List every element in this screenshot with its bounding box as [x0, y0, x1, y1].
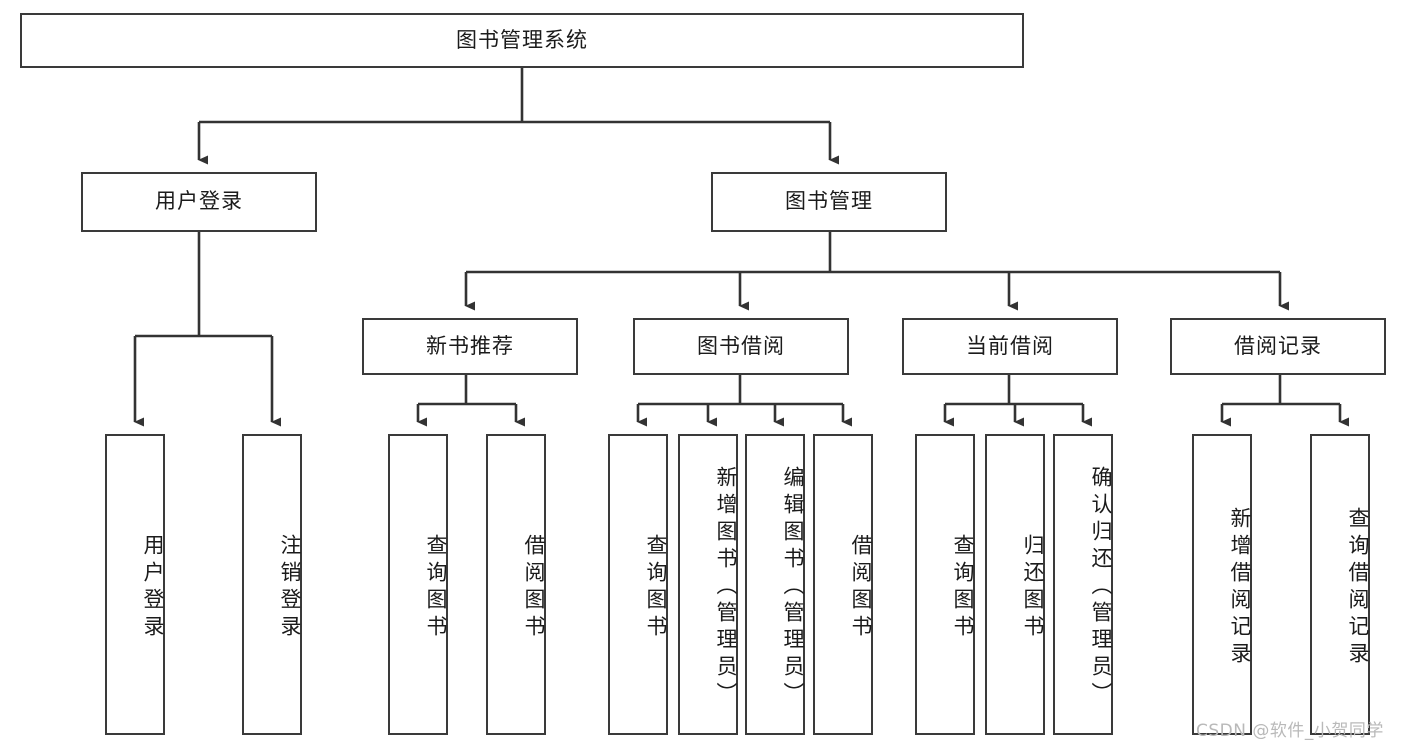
- node-leaf-user-login[interactable]: 用户登录: [105, 434, 165, 735]
- node-label: 查询图书: [951, 533, 975, 642]
- node-label: 图书管理系统: [456, 27, 588, 52]
- node-label: 注销登录: [278, 533, 302, 642]
- node-book-borrow[interactable]: 图书借阅: [633, 318, 849, 375]
- node-label: 借阅图书: [522, 533, 546, 642]
- node-label: 用户登录: [155, 189, 243, 214]
- node-leaf-return-book[interactable]: 归还图书: [985, 434, 1045, 735]
- connector-root-to-level2: [197, 68, 839, 165]
- node-leaf-logout[interactable]: 注销登录: [242, 434, 302, 735]
- node-user-login[interactable]: 用户登录: [81, 172, 317, 232]
- watermark-text: CSDN @软件_小贺同学: [1196, 721, 1384, 741]
- node-label: 当前借阅: [966, 333, 1054, 358]
- node-label: 新增图书（管理员）: [714, 466, 738, 709]
- node-label: 图书借阅: [697, 333, 785, 358]
- connector-newbook-to-leaves: [416, 375, 525, 427]
- node-book-management[interactable]: 图书管理: [711, 172, 947, 232]
- node-label: 借阅图书: [849, 533, 873, 642]
- node-root-book-management-system[interactable]: 图书管理系统: [20, 13, 1024, 68]
- connector-bookmgmt-to-level3: [464, 232, 1289, 311]
- node-leaf-query-book-current[interactable]: 查询图书: [915, 434, 975, 735]
- node-label: 新书推荐: [426, 333, 514, 358]
- node-leaf-query-book-borrow[interactable]: 查询图书: [608, 434, 668, 735]
- connector-currentborrow-to-leaves: [943, 375, 1092, 427]
- node-label: 归还图书: [1021, 533, 1045, 642]
- node-leaf-query-book-new[interactable]: 查询图书: [388, 434, 448, 735]
- node-leaf-query-borrow-record[interactable]: 查询借阅记录: [1310, 434, 1370, 735]
- node-label: 查询图书: [644, 533, 668, 642]
- node-label: 用户登录: [141, 533, 165, 642]
- node-new-book-recommend[interactable]: 新书推荐: [362, 318, 578, 375]
- node-leaf-borrow-book-new[interactable]: 借阅图书: [486, 434, 546, 735]
- node-label: 新增借阅记录: [1228, 506, 1252, 669]
- node-label: 借阅记录: [1234, 333, 1322, 358]
- connector-bookborrow-to-leaves: [636, 375, 852, 427]
- node-current-borrow[interactable]: 当前借阅: [902, 318, 1118, 375]
- node-leaf-confirm-return-admin[interactable]: 确认归还（管理员）: [1053, 434, 1113, 735]
- node-leaf-add-book-admin[interactable]: 新增图书（管理员）: [678, 434, 738, 735]
- node-label: 确认归还（管理员）: [1089, 466, 1113, 709]
- connector-userlogin-to-leaves: [133, 232, 281, 427]
- node-label: 图书管理: [785, 189, 873, 214]
- node-leaf-edit-book-admin[interactable]: 编辑图书（管理员）: [745, 434, 805, 735]
- node-label: 编辑图书（管理员）: [781, 466, 805, 709]
- node-leaf-add-borrow-record[interactable]: 新增借阅记录: [1192, 434, 1252, 735]
- node-label: 查询借阅记录: [1346, 506, 1370, 669]
- connector-borrowrecord-to-leaves: [1220, 375, 1349, 427]
- node-label: 查询图书: [424, 533, 448, 642]
- node-leaf-borrow-book[interactable]: 借阅图书: [813, 434, 873, 735]
- node-borrow-record[interactable]: 借阅记录: [1170, 318, 1386, 375]
